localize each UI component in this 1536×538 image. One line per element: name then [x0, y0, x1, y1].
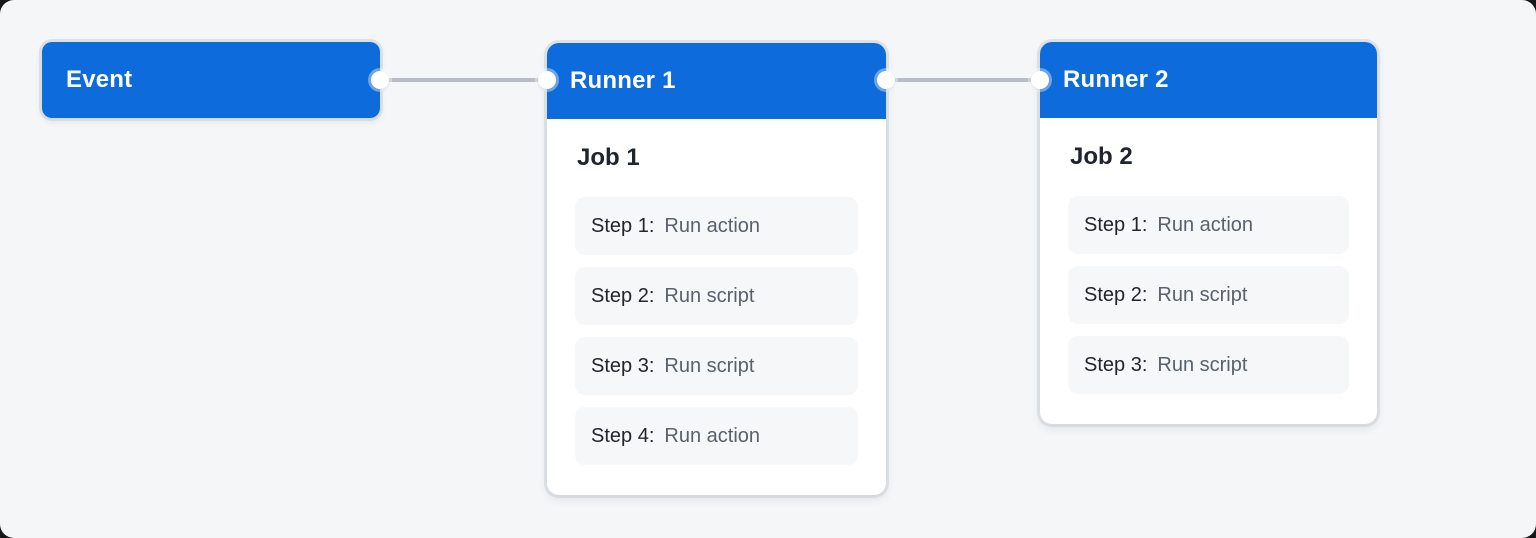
step-value: Run action — [1157, 213, 1254, 236]
runner1-header: Runner 1 — [547, 43, 886, 119]
port-dot-runner1-output — [877, 71, 895, 89]
connector-line-event-to-runner1 — [380, 78, 547, 82]
step-row: Step 1: Run action — [1068, 196, 1349, 254]
runner1-card: Runner 1 Job 1 Step 1: Run action Step 2… — [547, 43, 886, 495]
step-value: Run script — [664, 354, 755, 377]
step-label: Step 2: — [1084, 283, 1148, 306]
job1-title: Job 1 — [577, 144, 640, 171]
connector-line-runner1-to-runner2 — [886, 78, 1040, 82]
step-label: Step 4: — [591, 424, 655, 447]
step-value: Run script — [664, 284, 755, 307]
step-label: Step 3: — [591, 354, 655, 377]
step-value: Run action — [664, 424, 761, 447]
step-row: Step 2: Run script — [575, 267, 858, 325]
runner2-card: Runner 2 Job 2 Step 1: Run action Step 2… — [1040, 42, 1377, 424]
step-value: Run script — [1157, 353, 1248, 376]
port-dot-runner1-input — [538, 71, 556, 89]
step-row: Step 4: Run action — [575, 407, 858, 465]
runner1-label: Runner 1 — [570, 67, 676, 94]
job1-steps: Step 1: Run action Step 2: Run script St… — [575, 197, 858, 465]
job2-title: Job 2 — [1070, 143, 1133, 170]
step-label: Step 1: — [591, 214, 655, 237]
step-value: Run script — [1157, 283, 1248, 306]
step-label: Step 2: — [591, 284, 655, 307]
step-row: Step 3: Run script — [1068, 336, 1349, 394]
step-label: Step 1: — [1084, 213, 1148, 236]
job2-steps: Step 1: Run action Step 2: Run script St… — [1068, 196, 1349, 394]
port-dot-runner2-input — [1031, 71, 1049, 89]
runner1-body: Job 1 Step 1: Run action Step 2: Run scr… — [547, 119, 886, 493]
runner2-label: Runner 2 — [1063, 66, 1169, 93]
event-label: Event — [66, 66, 133, 93]
step-row: Step 1: Run action — [575, 197, 858, 255]
event-node: Event — [42, 42, 380, 118]
step-label: Step 3: — [1084, 353, 1148, 376]
step-row: Step 3: Run script — [575, 337, 858, 395]
port-dot-event-output — [371, 71, 389, 89]
step-row: Step 2: Run script — [1068, 266, 1349, 324]
runner2-header: Runner 2 — [1040, 42, 1377, 118]
runner2-body: Job 2 Step 1: Run action Step 2: Run scr… — [1040, 118, 1377, 422]
step-value: Run action — [664, 214, 761, 237]
